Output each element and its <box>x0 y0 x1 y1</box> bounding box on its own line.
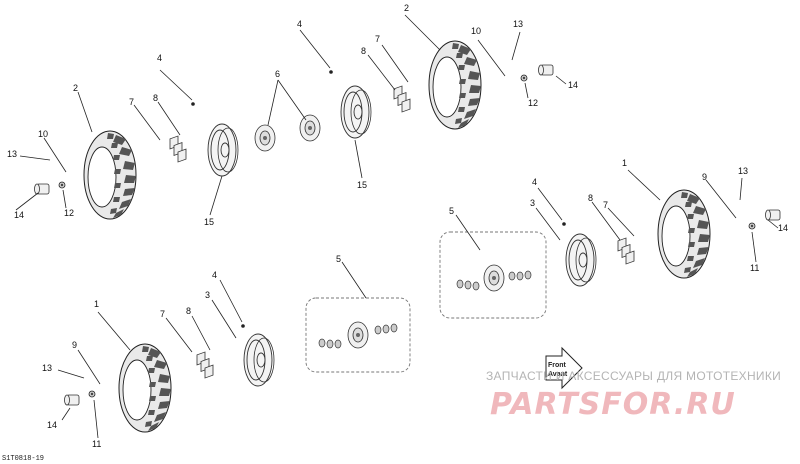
tire-2-upper-left <box>83 130 137 220</box>
callout-15-upper-left: 15 <box>204 217 214 227</box>
callout-11-left: 11 <box>92 439 101 449</box>
callout-3-right: 3 <box>530 198 535 208</box>
callout-8-right: 8 <box>588 193 593 203</box>
callout-7-upper-right: 7 <box>375 34 380 44</box>
callout-9-right: 9 <box>702 172 707 182</box>
watermark-logo: PARTSFOR.RU <box>490 387 736 422</box>
hub-5-left <box>347 321 369 349</box>
callout-13-upper-left: 13 <box>7 149 17 159</box>
callout-14-upper-left: 14 <box>14 210 24 220</box>
callout-labels: 2 13 4 10 7 8 4 6 14 2 8 7 12 10 13 1 13… <box>7 3 788 449</box>
callout-9-left: 9 <box>72 340 77 350</box>
callout-14-lower-left: 14 <box>47 420 57 430</box>
callout-2-upper-left: 2 <box>73 83 78 93</box>
cap-14-upper-left <box>34 183 50 195</box>
front-direction-arrow: Front Avant <box>545 346 583 390</box>
wheel-spacers-upper-right <box>393 85 411 113</box>
callout-4-right: 4 <box>532 177 537 187</box>
rim-3-left <box>243 333 275 387</box>
cap-14-middle-right <box>765 209 781 221</box>
callout-13-lower-left: 13 <box>42 363 52 373</box>
callout-12-upper-left: 12 <box>64 208 74 218</box>
hub-5-right <box>483 264 505 292</box>
callout-4-lower-left: 4 <box>212 270 217 280</box>
callout-8-upper-right: 8 <box>361 46 366 56</box>
nut-11-left <box>88 390 96 398</box>
cap-14-upper-right <box>538 64 554 76</box>
front-label-fr: Avant <box>548 371 568 378</box>
callout-4-upper-center: 4 <box>297 19 302 29</box>
wheel-spacers-middle-right <box>617 237 635 265</box>
rim-15-upper-right <box>340 85 372 139</box>
callout-12-upper-right: 12 <box>528 98 538 108</box>
tire-1-left <box>118 343 172 433</box>
callout-3-left: 3 <box>205 290 210 300</box>
front-label: Front <box>548 362 567 369</box>
watermark-tagline: ЗАПЧАСТИ И АКСЕССУАРЫ ДЛЯ МОТОТЕХНИКИ <box>486 369 781 383</box>
callout-10-upper-right: 10 <box>471 26 481 36</box>
callout-8-lower-left: 8 <box>186 306 191 316</box>
wheel-spacers-upper-left <box>169 135 187 163</box>
diagram-code: S1T0818-19 <box>2 455 44 463</box>
hub-detail-box-right <box>439 231 547 319</box>
callout-1-left: 1 <box>94 299 99 309</box>
wheel-spacers-lower-left <box>196 351 214 379</box>
hub-detail-box-left <box>305 297 411 373</box>
wheel-assembly-lower-left <box>57 261 411 439</box>
callout-14-right: 14 <box>778 223 788 233</box>
tire-2-upper-right <box>428 40 482 130</box>
wheel-assembly-upper-right <box>267 14 567 179</box>
callout-15-upper-right: 15 <box>357 180 367 190</box>
cap-14-lower-left <box>64 394 80 406</box>
wheel-assembly-upper-left <box>15 69 276 220</box>
rim-15-upper-left <box>207 123 239 177</box>
wheel-assembly-middle-right <box>439 169 781 319</box>
watermark: ЗАПЧАСТИ И АКСЕССУАРЫ ДЛЯ МОТОТЕХНИКИ PA… <box>486 369 781 422</box>
callout-5-right: 5 <box>449 206 454 216</box>
hub-6-left <box>254 124 276 152</box>
callout-14-upper-right: 14 <box>568 80 578 90</box>
callout-11-right: 11 <box>750 263 759 273</box>
nut-12-upper-left <box>58 181 66 189</box>
callout-4-upper-left: 4 <box>157 53 162 63</box>
rim-3-right <box>565 233 597 287</box>
tire-1-right <box>657 189 711 279</box>
callout-5-left: 5 <box>336 254 341 264</box>
hub-6-right <box>299 114 321 142</box>
callout-6: 6 <box>275 69 280 79</box>
callout-1-right: 1 <box>622 158 627 168</box>
callout-10-upper-left: 10 <box>38 129 48 139</box>
callout-13-right: 13 <box>738 166 748 176</box>
nut-12-upper-right <box>520 74 528 82</box>
callout-7-lower-left: 7 <box>160 309 165 319</box>
callout-7-upper-left: 7 <box>129 97 134 107</box>
callout-2-upper-right: 2 <box>404 3 409 13</box>
callout-8-upper-left: 8 <box>153 93 158 103</box>
nut-11-right <box>748 222 756 230</box>
callout-7-right: 7 <box>603 200 608 210</box>
callout-13-upper-right: 13 <box>513 19 523 29</box>
